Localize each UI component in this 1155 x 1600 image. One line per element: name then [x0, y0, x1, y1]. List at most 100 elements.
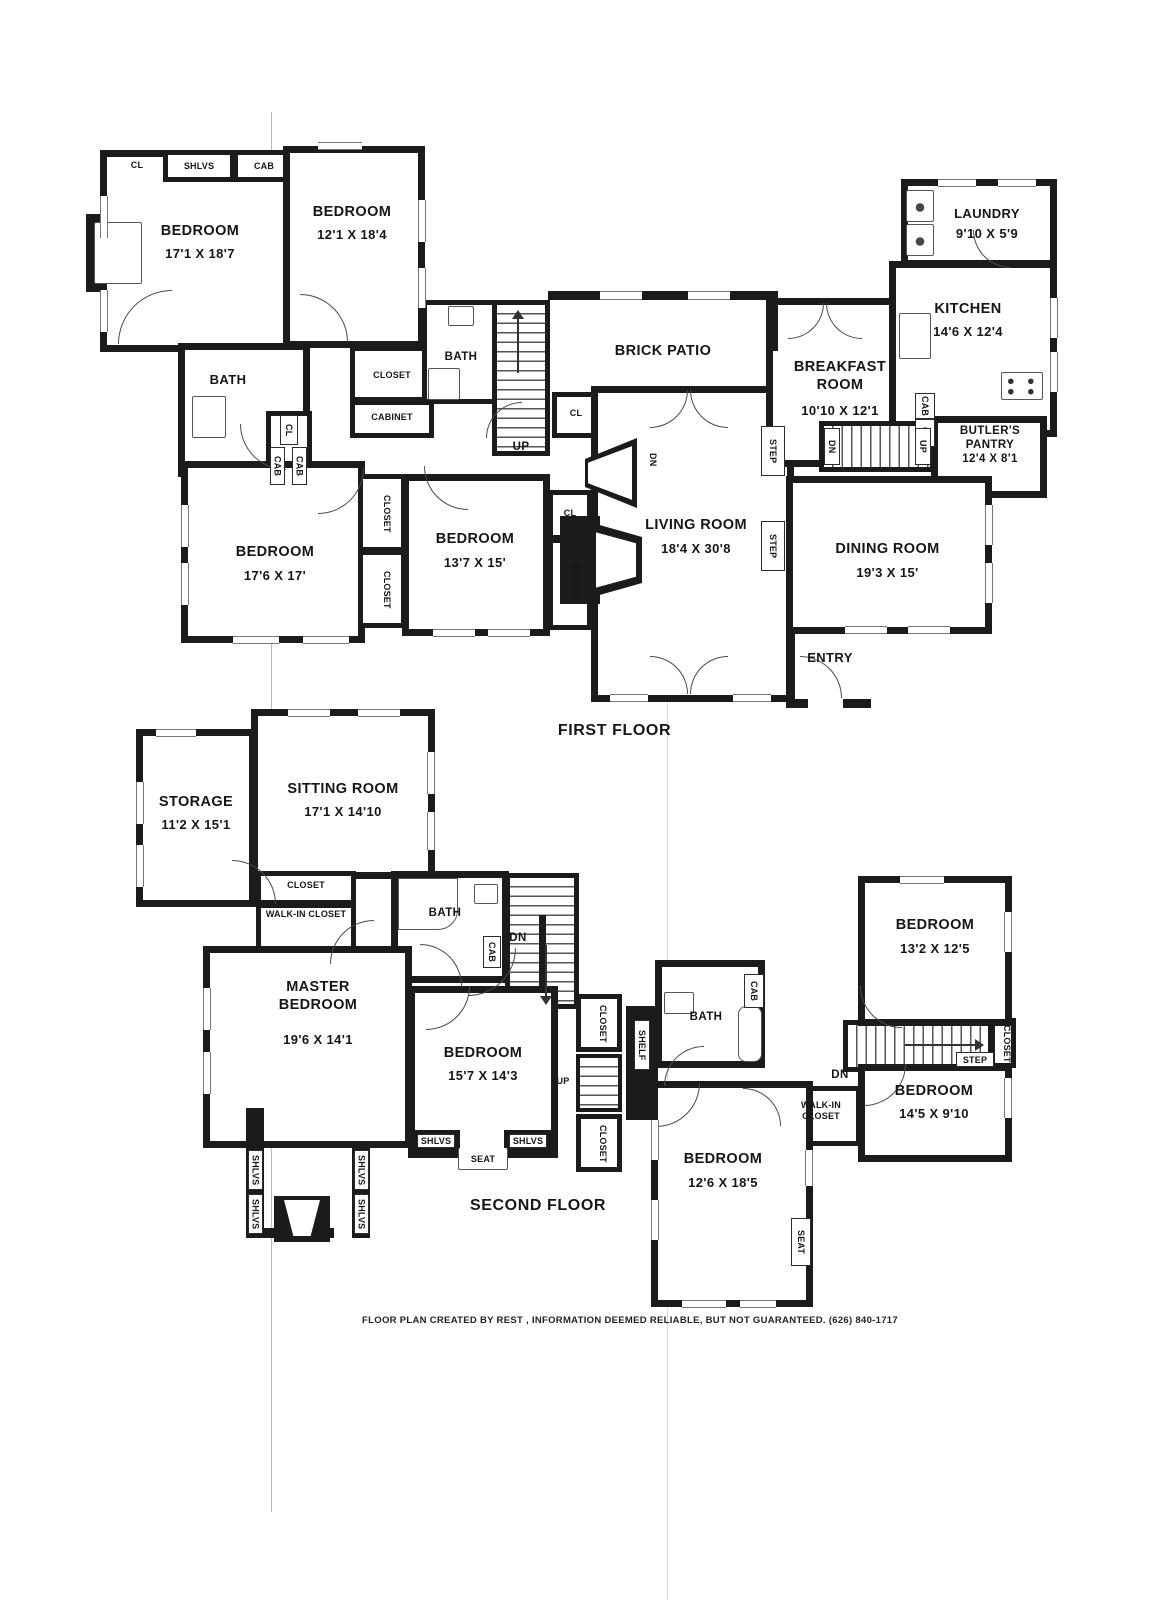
kitchen-label: KITCHEN — [934, 301, 1002, 317]
first-floor-title: FIRST FLOOR — [557, 722, 672, 739]
bathtub-icon — [738, 1006, 762, 1062]
window — [985, 505, 993, 545]
stair-arrow-down-icon — [540, 996, 552, 1005]
cabinet-label: CAB — [292, 447, 307, 485]
laundry-label: LAUNDRY — [954, 206, 1020, 221]
stairs-attic-up — [576, 1054, 622, 1112]
window — [100, 290, 108, 332]
closet-label: CLOSET — [382, 571, 392, 609]
kitchen-counter-icon — [899, 313, 931, 359]
breakfast-label: BREAKFAST ROOM — [793, 359, 887, 394]
window — [303, 636, 349, 644]
room-bedroom-s — [402, 474, 550, 636]
window — [427, 752, 435, 794]
wall-patio-right — [769, 291, 778, 351]
bedroom-south-dim: 12'6 X 18'5 — [688, 1175, 758, 1190]
cl-label: CL — [569, 408, 583, 418]
bedroom-s-dim: 13'7 X 15' — [443, 555, 507, 570]
stair-newel-wall — [539, 915, 546, 1003]
shelves-label: SHLVS — [509, 1134, 547, 1148]
bath-mid-label: BATH — [444, 351, 478, 363]
walkin-closet-label: WALK-IN CLOSET — [801, 1100, 841, 1122]
window — [358, 709, 400, 717]
window — [136, 782, 144, 824]
bedroom-sw-label: BEDROOM — [235, 544, 315, 560]
storage-dim: 11'2 X 15'1 — [161, 817, 231, 832]
shelves-nook — [163, 150, 235, 182]
down-label: DN — [648, 453, 658, 467]
wall-entry-left — [786, 628, 795, 708]
butlers-label: BUTLER'S PANTRY — [959, 425, 1021, 452]
window-seat-bay — [458, 1148, 508, 1170]
bedroom-center-dim: 15'7 X 14'3 — [448, 1068, 518, 1083]
window — [805, 1150, 813, 1186]
stairs-main-up — [492, 300, 550, 456]
step-label: STEP — [761, 521, 785, 571]
window — [1004, 912, 1012, 952]
window — [998, 179, 1036, 187]
bedroom-n-dim: 12'1 X 18'4 — [317, 227, 387, 242]
shelf-label: SHELF — [634, 1020, 650, 1070]
sink-icon — [192, 396, 226, 438]
window — [900, 876, 944, 884]
bedroom-nw-label: BEDROOM — [160, 223, 240, 239]
bedroom-east-label: BEDROOM — [894, 1083, 974, 1099]
shelves-label: SHLVS — [417, 1134, 455, 1148]
cabinet-mid-label: CABINET — [371, 412, 413, 422]
seat-label: SEAT — [470, 1154, 496, 1164]
cabinet-label: CAB — [744, 974, 764, 1008]
shelves-label: SHLVS — [354, 1194, 369, 1234]
disclaimer-text: FLOOR PLAN CREATED BY REST , INFORMATION… — [362, 1315, 898, 1326]
stair-arrow-up-icon — [512, 310, 524, 319]
bedroom-s-label: BEDROOM — [435, 531, 515, 547]
window — [600, 291, 642, 300]
down-label: DN — [831, 1069, 849, 1081]
fireplace-living-opening — [596, 532, 636, 588]
up-label: UP — [512, 441, 530, 453]
sink-icon — [664, 992, 694, 1014]
bedroom-n-label: BEDROOM — [312, 204, 392, 220]
toilet-icon — [474, 884, 498, 904]
window — [1050, 352, 1058, 392]
bedroom-nw-dim: 17'1 X 18'7 — [165, 246, 235, 261]
window — [427, 812, 435, 850]
cabinet-label: CAB — [915, 393, 935, 419]
cabinet-label: CAB — [483, 936, 501, 968]
window — [845, 626, 887, 634]
closet-label: CLOSET — [382, 495, 392, 533]
window — [488, 629, 530, 637]
dining-label: DINING ROOM — [835, 541, 940, 557]
wall-entry-bottom — [786, 699, 808, 708]
window — [1004, 1078, 1012, 1118]
window — [318, 142, 362, 150]
window — [733, 694, 771, 702]
stair-arrow-right-icon — [975, 1039, 984, 1051]
stair-arrow-stem — [517, 318, 519, 373]
stair-arrow-stem — [545, 945, 547, 997]
bath-west-label: BATH — [209, 372, 247, 387]
window — [181, 505, 189, 547]
window — [740, 1300, 776, 1308]
bath-label: BATH — [428, 907, 462, 919]
closet-label: CLOSET — [1002, 1025, 1012, 1063]
bedroom-east-dim: 14'5 X 9'10 — [899, 1106, 969, 1121]
window — [985, 563, 993, 603]
down-label: DN — [824, 428, 840, 465]
down-label: DN — [509, 932, 527, 944]
living-label: LIVING ROOM — [645, 517, 747, 533]
sitting-dim: 17'1 X 14'10 — [304, 804, 382, 819]
closet-label: CLOSET — [598, 1005, 608, 1043]
dryer-icon — [906, 224, 934, 256]
wall-entry-bottom — [843, 699, 871, 708]
living-dim: 18'4 X 30'8 — [661, 541, 731, 556]
shower-icon — [428, 368, 460, 400]
window — [908, 626, 950, 634]
seat-label: SEAT — [791, 1218, 811, 1266]
entry-label: ENTRY — [807, 650, 853, 665]
closet-label: CLOSET — [570, 565, 580, 603]
walkin-closet-label: WALK-IN CLOSET — [265, 909, 347, 919]
master-dim: 19'6 X 14'1 — [283, 1032, 353, 1047]
window — [1050, 298, 1058, 338]
stair-arrow-stem — [905, 1044, 977, 1046]
